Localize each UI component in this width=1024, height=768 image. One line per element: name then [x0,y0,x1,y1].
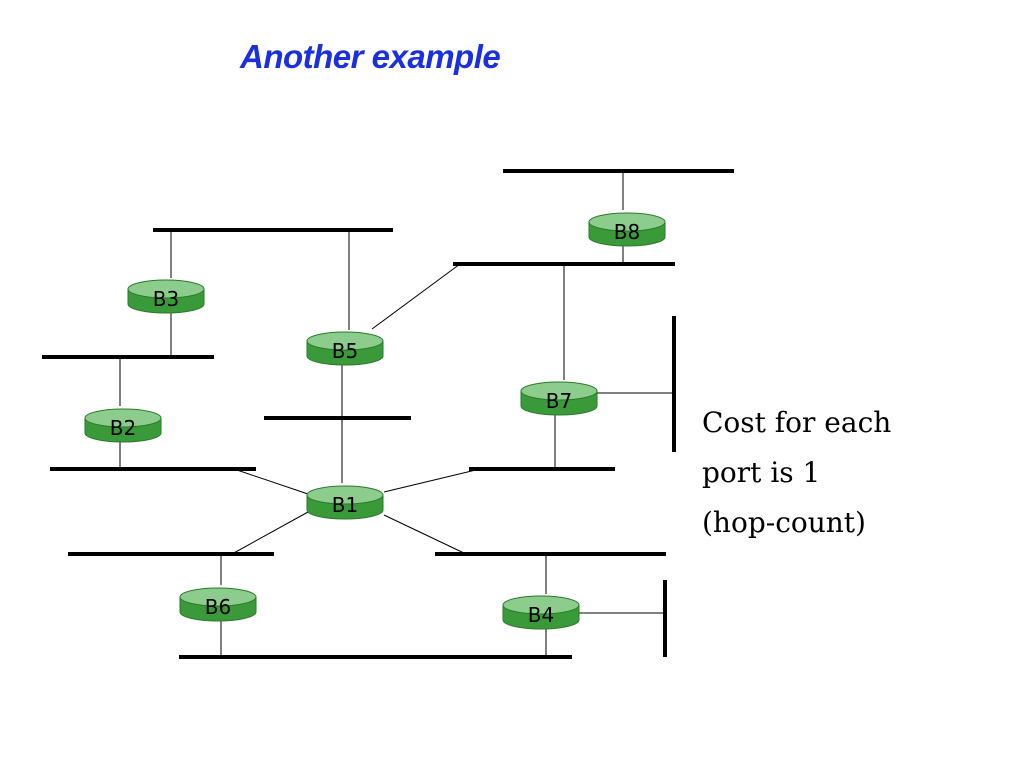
bridge-label: B8 [614,220,640,244]
bridge-b3: B3 [127,279,205,314]
bridge-b2: B2 [84,408,162,443]
note-line: (hop-count) [702,506,866,539]
link-b1-lan-mid [383,468,481,493]
link-b1-lan6 [231,511,309,555]
bridge-b4: B4 [502,595,580,630]
bridge-b5: B5 [306,331,384,366]
bridge-label: B2 [110,416,136,440]
bridge-label: B4 [528,603,554,627]
slide-title: Another example [240,38,501,75]
links [119,171,674,657]
link-b1-lan1 [233,468,309,495]
bridge-label: B5 [332,339,358,363]
note-line: port is 1 [702,456,821,489]
cost-note: Cost for each port is 1 (hop-count) [702,398,891,548]
bridge-b7: B7 [520,381,598,416]
lan-segments [42,169,734,659]
link-b1-lan4 [383,514,467,555]
bridge-b8: B8 [588,212,666,247]
bridge-label: B6 [205,595,231,619]
bridge-label: B3 [153,287,179,311]
bridge-b1: B1 [306,485,384,520]
bridge-b6: B6 [179,587,257,622]
bridge-label: B7 [546,389,572,413]
note-line: Cost for each [702,406,892,439]
bridge-label: B1 [332,493,358,517]
link-b5-lan7 [371,263,461,330]
